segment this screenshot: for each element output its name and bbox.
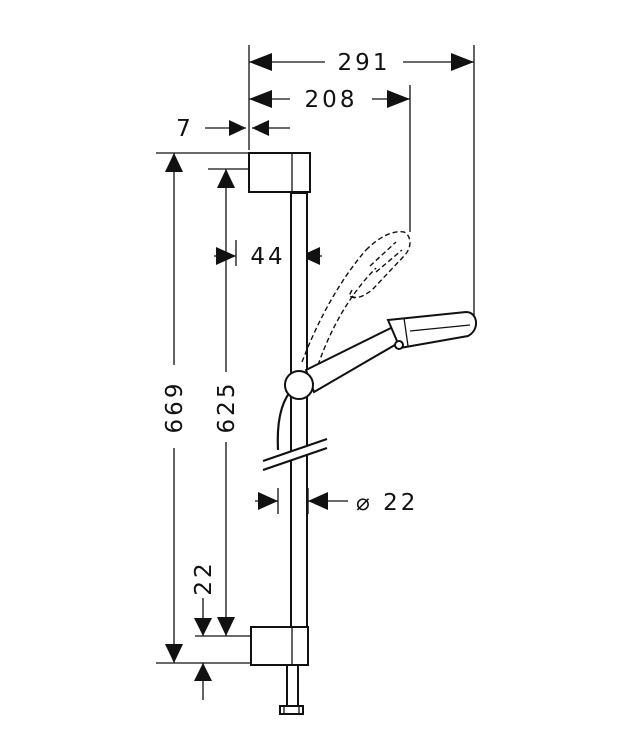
dimension-22-label: 22 <box>191 560 217 595</box>
dimension-44: 44 <box>214 244 322 270</box>
dimension-diameter-22: ⌀ 22 <box>255 490 418 516</box>
diameter-22-label: ⌀ 22 <box>356 490 418 516</box>
slider-knob <box>284 370 314 400</box>
dimension-7-label: 7 <box>176 116 194 142</box>
dimension-44-label: 44 <box>250 244 285 270</box>
dimension-208: 208 <box>249 87 410 113</box>
top-wall-bracket <box>248 152 311 193</box>
bottom-wall-bracket <box>250 626 309 666</box>
hose-curve <box>276 391 291 451</box>
rail-break-mark <box>262 437 328 472</box>
dimension-291: 291 <box>249 50 474 76</box>
dimension-208-label: 208 <box>305 87 358 113</box>
dimension-669: 669 <box>162 153 188 663</box>
rail-tube <box>290 192 308 630</box>
dimension-22-bottom: 22 <box>191 560 217 700</box>
dimension-625: 625 <box>214 169 240 636</box>
dimension-7: 7 <box>176 116 290 142</box>
dimension-625-label: 625 <box>214 381 240 434</box>
hose-connector <box>279 664 304 715</box>
handshower-raised-dashed <box>301 231 411 366</box>
dimension-291-label: 291 <box>338 50 391 76</box>
dimension-669-label: 669 <box>162 381 188 434</box>
handshower-angled <box>304 310 477 394</box>
